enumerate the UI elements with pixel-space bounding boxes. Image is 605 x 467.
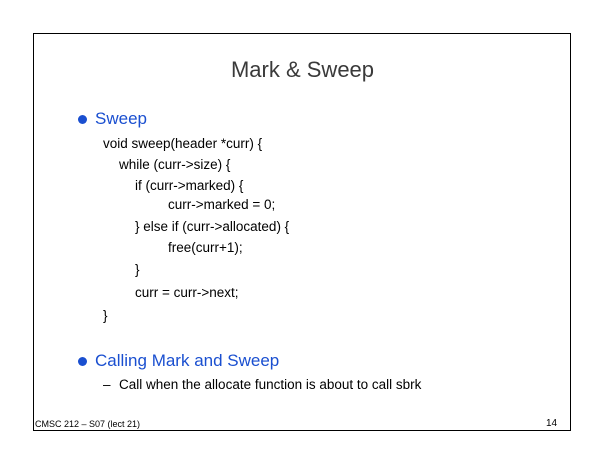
sub-bullet-text: Call when the allocate function is about… xyxy=(119,377,422,392)
bullet-dot xyxy=(78,357,87,366)
bullet-dot xyxy=(78,115,87,124)
slide-title: Mark & Sweep xyxy=(230,57,375,82)
code-line: curr->marked = 0; xyxy=(168,197,276,212)
code-line: while (curr->size) { xyxy=(119,157,231,172)
code-line: free(curr+1); xyxy=(168,240,243,255)
slide-frame xyxy=(33,33,571,431)
code-line: } xyxy=(103,308,108,323)
page-number: 14 xyxy=(546,418,558,429)
code-line: curr = curr->next; xyxy=(135,285,239,300)
footer-course-label: CMSC 212 – S07 (lect 21) xyxy=(35,419,141,429)
code-line: } else if (curr->allocated) { xyxy=(135,219,290,234)
code-line: if (curr->marked) { xyxy=(135,178,244,193)
section-heading-sweep: Sweep xyxy=(95,109,147,128)
code-line: void sweep(header *curr) { xyxy=(103,136,263,151)
sub-bullet-dash: – xyxy=(103,377,111,392)
code-line: } xyxy=(135,262,140,277)
section-heading-calling: Calling Mark and Sweep xyxy=(95,351,280,370)
